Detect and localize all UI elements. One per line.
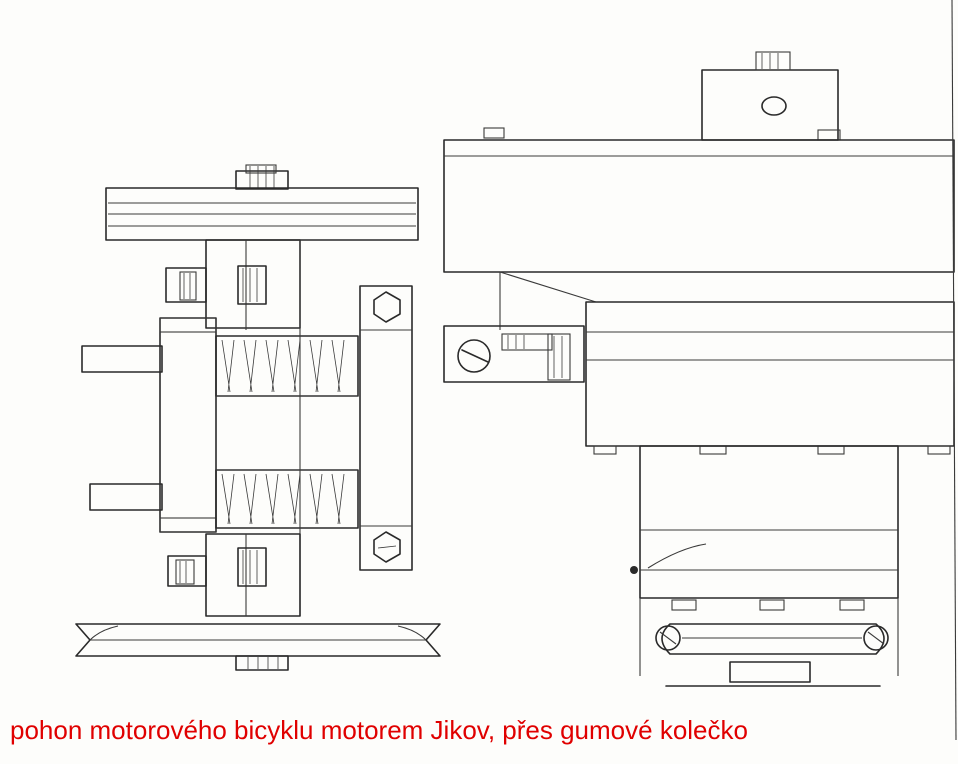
shaft-stub-top [81, 345, 163, 373]
bottom-nut [235, 655, 289, 671]
lower-housing [630, 445, 899, 676]
top-nut [235, 164, 289, 190]
motor-body [585, 301, 955, 455]
frame-bolt-top [483, 127, 505, 139]
right-motor-view [443, 51, 955, 687]
top-clamp-block [701, 51, 841, 141]
rubber-wheel [655, 623, 889, 687]
bottom-pulley [75, 623, 441, 657]
bolt-upper-left [165, 267, 207, 303]
knurled-spool-upper [215, 335, 359, 397]
side-clamp [443, 325, 585, 383]
paper-edge [951, 0, 957, 741]
mount-plate [159, 317, 217, 533]
shaft-stub-bottom [89, 483, 163, 511]
lower-bracket [205, 533, 301, 617]
frame-tube [443, 139, 955, 273]
left-drive-view [75, 164, 441, 671]
upper-bracket [205, 239, 301, 329]
right-bearing-block [359, 285, 413, 571]
caption-text: pohon motorového bicyklu motorem Jikov, … [10, 715, 748, 745]
knurled-spool-lower [215, 469, 359, 529]
bolt-lower-left [167, 555, 207, 587]
top-roller [105, 187, 419, 241]
